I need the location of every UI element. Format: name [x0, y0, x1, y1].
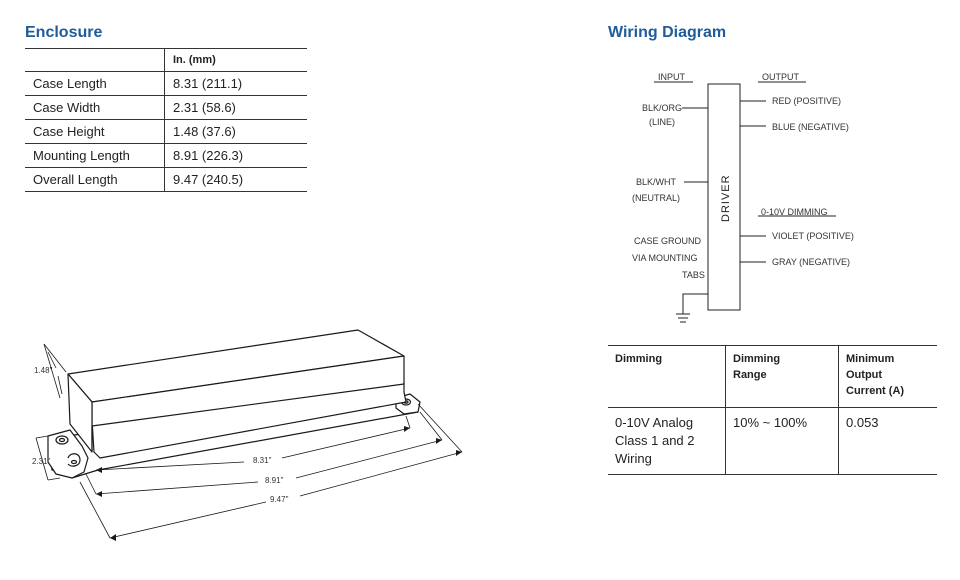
driver-label: DRIVER — [720, 174, 732, 222]
red-wire-label: RED (POSITIVE) — [772, 96, 841, 106]
ground-label-3: TABS — [682, 270, 705, 280]
table-header-row: In. (mm) — [25, 48, 307, 72]
row-value: 9.47 (240.5) — [164, 167, 307, 192]
row-value: 1.48 (37.6) — [164, 119, 307, 144]
row-label: Case Height — [25, 119, 165, 144]
unit-header: In. (mm) — [164, 48, 307, 72]
table-row: Mounting Length 8.91 (226.3) — [25, 143, 307, 168]
row-label: Case Length — [25, 71, 165, 96]
dimming-label: 0-10V DIMMING — [761, 207, 828, 217]
blue-wire-label: BLUE (NEGATIVE) — [772, 122, 849, 132]
mounting-length-label: 8.91" — [265, 476, 284, 485]
enclosure-drawing: 1.48" 2.31" 8.31" 8.91" 9.47" — [32, 329, 463, 541]
driver-box — [707, 83, 741, 311]
wiring-title: Wiring Diagram — [608, 24, 727, 41]
table-row: Overall Length 9.47 (240.5) — [25, 167, 307, 192]
overall-length-label: 9.47" — [270, 495, 289, 504]
minimum-current: 0.053 — [846, 415, 879, 430]
row-label: Case Width — [25, 95, 165, 120]
output-label: OUTPUT — [762, 72, 800, 82]
table-row: Case Length 8.31 (211.1) — [25, 71, 307, 96]
ground-label-1: CASE GROUND — [634, 236, 702, 246]
row-value: 8.31 (211.1) — [164, 71, 307, 96]
case-length-label: 8.31" — [253, 456, 272, 465]
row-label: Overall Length — [25, 167, 165, 192]
header-dimming: Dimming — [608, 345, 726, 408]
neutral-wire-sub: (NEUTRAL) — [632, 193, 680, 203]
left-tab — [47, 429, 89, 479]
enclosure-table: In. (mm) Case Length 8.31 (211.1) Case W… — [25, 48, 307, 192]
wiring-diagram: INPUT OUTPUT BLK/ORG (LINE) BLK/WHT (NEU… — [632, 72, 854, 323]
table-row: Case Height 1.48 (37.6) — [25, 119, 307, 144]
gray-wire-label: GRAY (NEGATIVE) — [772, 257, 850, 267]
enclosure-title: Enclosure — [25, 24, 103, 41]
neutral-wire-label: BLK/WHT — [636, 177, 677, 187]
row-value: 8.91 (226.3) — [164, 143, 307, 168]
header-blank — [25, 48, 165, 72]
ground-label-2: VIA MOUNTING — [632, 253, 698, 263]
line-wire-label: BLK/ORG — [642, 103, 682, 113]
table-row: Case Width 2.31 (58.6) — [25, 95, 307, 120]
width-label: 2.31" — [32, 457, 51, 466]
row-value: 2.31 (58.6) — [164, 95, 307, 120]
line-wire-sub: (LINE) — [649, 117, 675, 127]
violet-wire-label: VIOLET (POSITIVE) — [772, 231, 854, 241]
height-label: 1.48" — [34, 366, 53, 375]
input-label: INPUT — [658, 72, 686, 82]
dimming-range: 10% ~ 100% — [725, 407, 839, 475]
row-label: Mounting Length — [25, 143, 165, 168]
